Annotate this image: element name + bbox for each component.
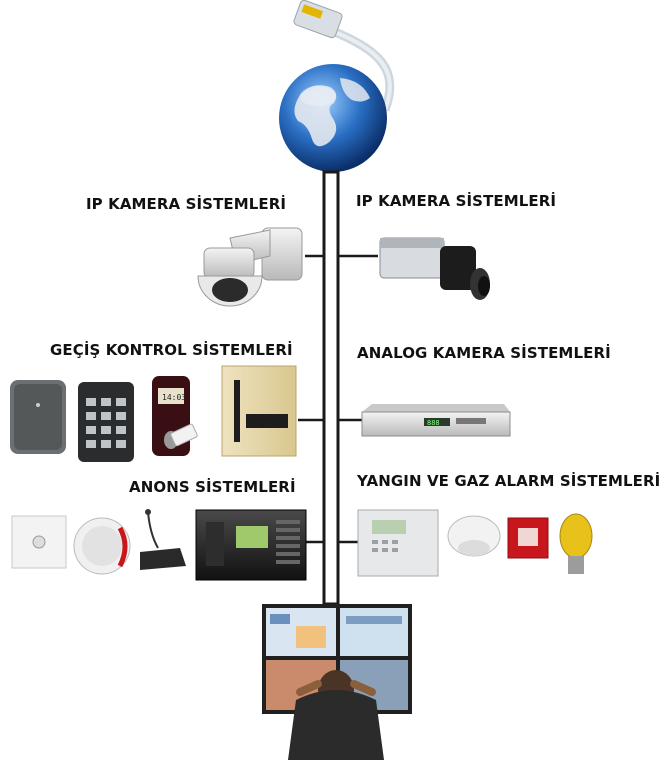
label-analog-camera: ANALOG KAMERA SİSTEMLERİ bbox=[357, 344, 611, 362]
smoke-detector-icon bbox=[447, 515, 501, 557]
keypad-reader-icon bbox=[78, 382, 134, 462]
paging-microphone-icon bbox=[140, 509, 186, 570]
analog-dvr-icon: 888 bbox=[361, 404, 511, 437]
ptz-dome-camera-icon bbox=[197, 227, 303, 307]
card-reader-icon bbox=[10, 380, 66, 454]
label-ip-camera-right: IP KAMERA SİSTEMLERİ bbox=[356, 192, 557, 210]
globe-icon bbox=[279, 64, 387, 172]
label-fire-gas-alarm: YANGIN VE GAZ ALARM SİSTEMLERİ bbox=[357, 472, 661, 490]
fire-alarm-panel-icon bbox=[357, 509, 439, 577]
ceiling-speaker-icon bbox=[73, 517, 131, 575]
dvr-display-text: 888 bbox=[427, 419, 440, 427]
pa-amplifier-rack-icon bbox=[195, 509, 307, 581]
box-camera-icon bbox=[379, 237, 490, 300]
label-access-control: GEÇİŞ KONTROL SİSTEMLERİ bbox=[50, 341, 293, 359]
terminal-display-text: 14:03 bbox=[162, 393, 186, 402]
access-control-panel-icon bbox=[221, 365, 297, 457]
manual-call-point-icon bbox=[507, 517, 549, 559]
label-ip-camera-left: IP KAMERA SİSTEMLERİ bbox=[86, 195, 287, 213]
volume-control-icon bbox=[11, 515, 67, 569]
fingerprint-terminal-icon: 14:03 bbox=[152, 376, 198, 456]
network-cable-icon bbox=[293, 0, 395, 112]
operator-icon bbox=[288, 670, 384, 760]
warning-beacon-icon bbox=[559, 513, 593, 574]
label-announcement: ANONS SİSTEMLERİ bbox=[129, 478, 296, 496]
